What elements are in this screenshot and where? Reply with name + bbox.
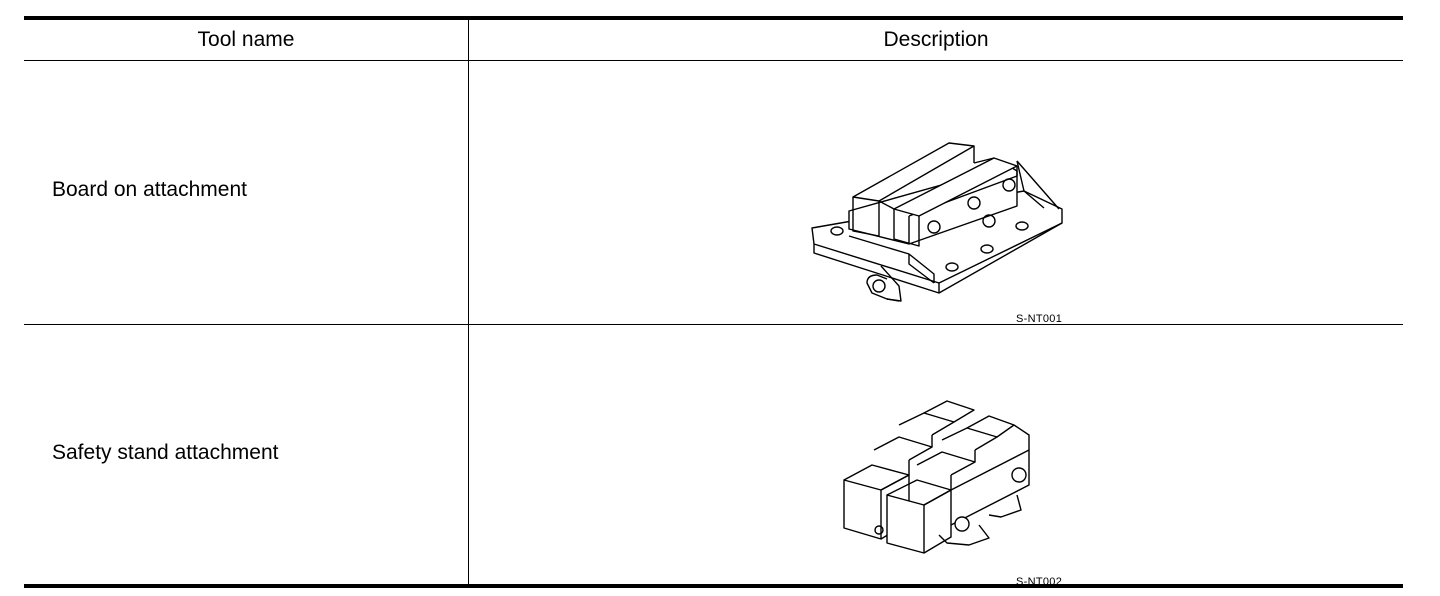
header-rule — [24, 60, 1403, 61]
tool-name-board-on-attachment: Board on attachment — [52, 178, 247, 201]
tool-table: Tool name Description Board on attachmen… — [24, 16, 1403, 588]
figure-code-s-nt001: S-NT001 — [1016, 313, 1063, 325]
header-description: Description — [883, 28, 989, 51]
table-top-rule — [24, 16, 1403, 20]
table-bottom-rule — [24, 584, 1403, 588]
figure-code-s-nt002: S-NT002 — [1016, 576, 1063, 588]
safety-stand-attachment-illustration: S-NT002 — [469, 325, 1403, 588]
tool-name-safety-stand-attachment: Safety stand attachment — [52, 441, 279, 464]
column-divider — [468, 20, 469, 584]
board-on-attachment-illustration: S-NT001 — [469, 61, 1403, 325]
row-divider — [24, 324, 1403, 325]
header-tool-name: Tool name — [197, 28, 295, 51]
